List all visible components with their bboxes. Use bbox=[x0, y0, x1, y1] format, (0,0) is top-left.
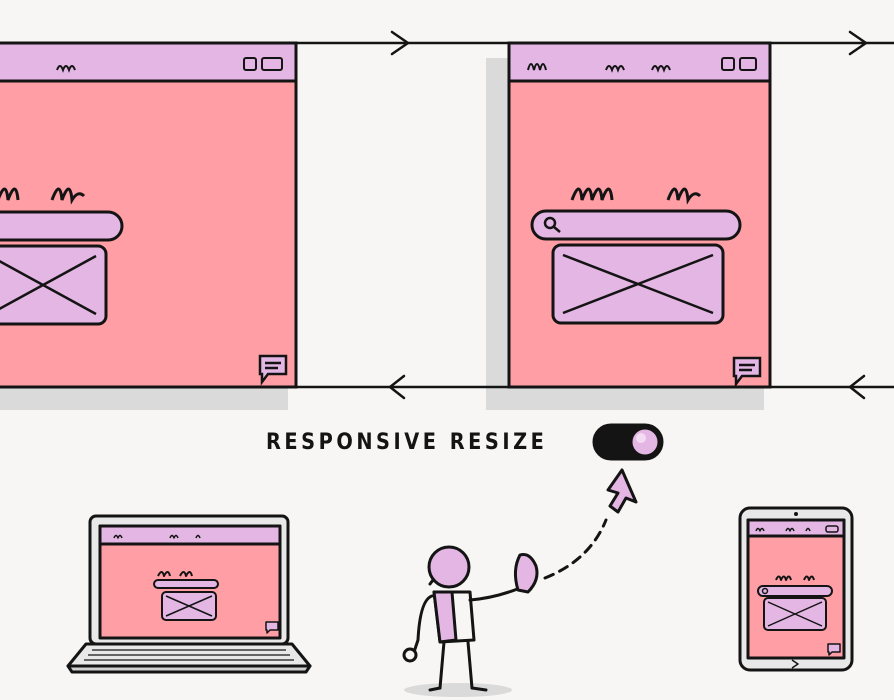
responsive-resize-label: RESPONSIVE RESIZE bbox=[266, 430, 548, 455]
search-bar bbox=[0, 210, 124, 242]
gesture-dashed-line bbox=[543, 518, 608, 580]
title-squiggles bbox=[527, 63, 671, 73]
laptop bbox=[66, 514, 312, 674]
chat-bubble-icon bbox=[258, 354, 288, 386]
heading-squiggle bbox=[570, 187, 702, 205]
browser-window-left bbox=[0, 41, 298, 389]
search-bar bbox=[530, 209, 742, 241]
cursor-arrow-icon bbox=[606, 468, 638, 514]
window-buttons-icon bbox=[243, 57, 283, 71]
tablet bbox=[738, 506, 854, 672]
image-placeholder bbox=[551, 243, 725, 325]
image-placeholder bbox=[0, 244, 108, 326]
browser-window-right bbox=[507, 41, 772, 389]
heading-squiggle bbox=[0, 187, 86, 205]
search-icon bbox=[543, 216, 561, 233]
title-squiggle bbox=[56, 65, 76, 73]
window-buttons-icon bbox=[721, 57, 757, 71]
person-figure bbox=[402, 545, 539, 697]
responsive-toggle[interactable] bbox=[592, 423, 664, 461]
chat-bubble-icon bbox=[732, 356, 762, 388]
